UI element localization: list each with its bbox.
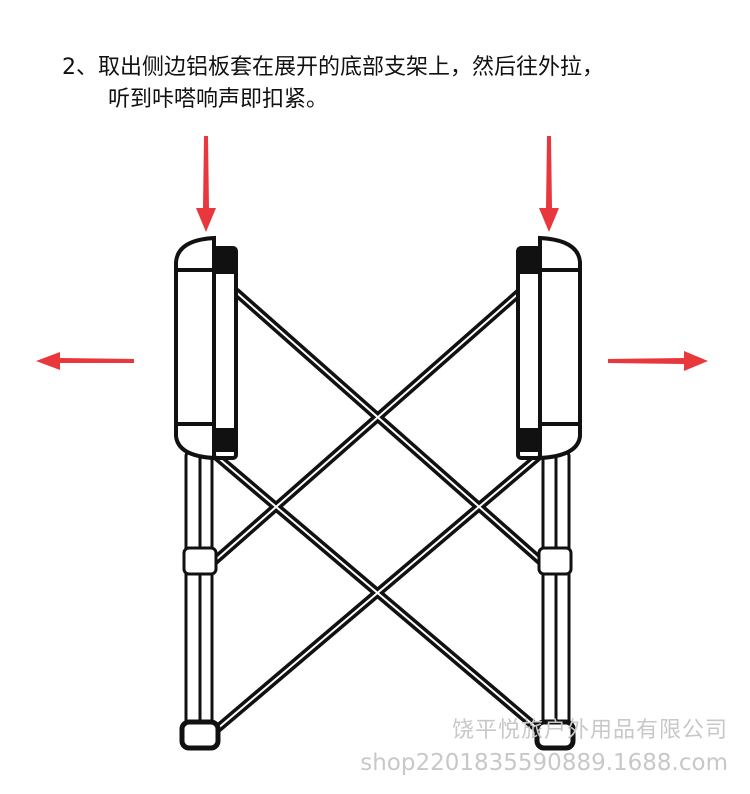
arrow-right-icon (608, 351, 708, 371)
right-aluminum-panel (516, 235, 582, 461)
left-aluminum-panel (174, 235, 238, 461)
instruction-text: 2、取出侧边铝板套在展开的底部支架上，然后往外拉， 听到咔嗒响声即扣紧。 (62, 52, 604, 116)
arrow-down-icon (539, 136, 559, 232)
cross-bars (205, 287, 550, 740)
right-leg (534, 450, 576, 751)
arrow-down-icon (196, 136, 216, 232)
arrow-left-icon (36, 352, 134, 370)
watermark-company: 饶平悦旅户外用品有限公司 (451, 718, 728, 743)
instruction-line-1: 2、取出侧边铝板套在展开的底部支架上，然后往外拉， (62, 55, 604, 80)
left-leg (179, 450, 221, 751)
instruction-line-2: 听到咔嗒响声即扣紧。 (108, 87, 329, 112)
watermark-shop-url: shop2201835590889.1688.com (360, 750, 728, 776)
